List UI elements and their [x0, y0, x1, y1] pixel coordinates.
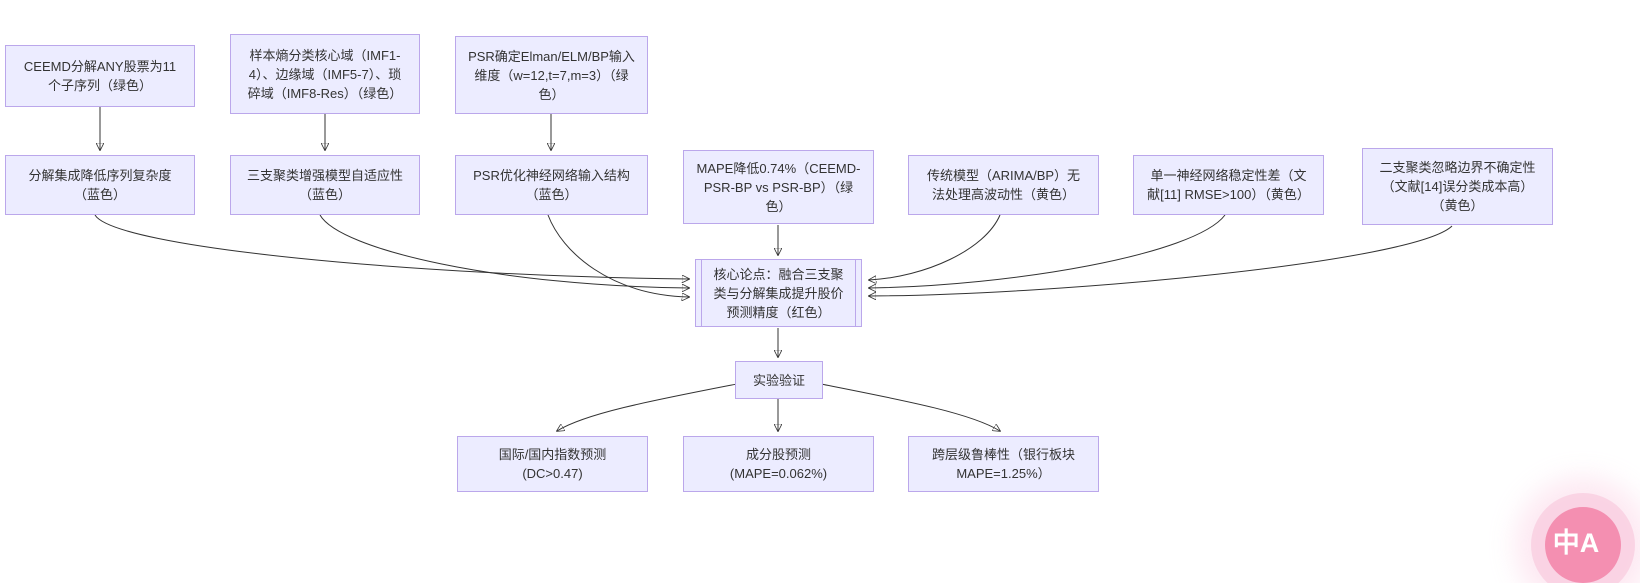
edge-twoway-to-core: [869, 225, 1453, 296]
node-experiment: 实验验证: [735, 361, 823, 399]
edge-experiment-to-robustness: [820, 383, 1000, 431]
edge-adaptive-to-core: [319, 214, 689, 288]
node-single-nn-unstable: 单一神经网络稳定性差（文献[11] RMSE>100）（黄色）: [1133, 155, 1324, 215]
language-toggle-label: 中A: [1552, 527, 1600, 558]
node-stock-prediction: 成分股预测 (MAPE=0.062%): [683, 436, 874, 492]
node-robustness: 跨层级鲁棒性（银行板块 MAPE=1.25%）: [908, 436, 1099, 492]
node-sample-entropy: 样本熵分类核心域（IMF1-4）、边缘域（IMF5-7）、琐碎域（IMF8-Re…: [230, 34, 420, 114]
node-traditional-limit: 传统模型（ARIMA/BP）无法处理高波动性（黄色）: [908, 155, 1099, 215]
node-two-way-limit: 二支聚类忽略边界不确定性 （文献[14]误分类成本高） （黄色）: [1362, 148, 1553, 225]
edge-experiment-to-index: [557, 383, 738, 431]
node-core-claim: 核心论点：融合三支聚类与分解集成提升股价预测精度（红色）: [695, 259, 862, 327]
edge-structure-to-core: [547, 214, 689, 297]
node-psr-structure: PSR优化神经网络输入结构 （蓝色）: [455, 155, 648, 215]
node-decompose-complexity: 分解集成降低序列复杂度 （蓝色）: [5, 155, 195, 215]
node-three-way-adaptive: 三支聚类增强模型自适应性 （蓝色）: [230, 155, 420, 215]
node-mape-improve: MAPE降低0.74%（CEEMD-PSR-BP vs PSR-BP）（绿色）: [683, 150, 874, 224]
node-index-prediction: 国际/国内指数预测 (DC>0.47): [457, 436, 648, 492]
node-ceemd-decompose: CEEMD分解ANY股票为11个子序列（绿色）: [5, 45, 195, 107]
edge-singlenn-to-core: [869, 214, 1226, 288]
node-psr-dimension: PSR确定Elman/ELM/BP输入维度（w=12,t=7,m=3）（绿色）: [455, 36, 648, 114]
edge-complexity-to-core: [94, 214, 689, 279]
language-toggle-button[interactable]: 中A: [1545, 507, 1621, 583]
edge-traditional-to-core: [869, 214, 1001, 280]
